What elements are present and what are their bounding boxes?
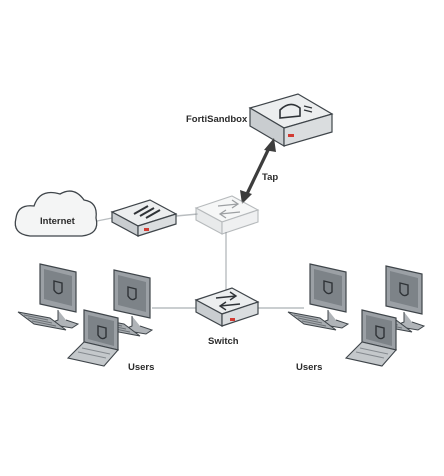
tap-arrow bbox=[240, 138, 276, 204]
switch-label: Switch bbox=[208, 336, 239, 347]
internet-cloud bbox=[14, 190, 98, 237]
tap-device bbox=[194, 195, 260, 235]
internet-label: Internet bbox=[40, 216, 76, 227]
right-users-group bbox=[287, 263, 425, 367]
fortisandbox-label: FortiSandbox bbox=[186, 114, 248, 125]
firewall-appliance bbox=[110, 199, 178, 238]
laptop-icon bbox=[67, 309, 119, 367]
laptop-icon bbox=[345, 309, 397, 367]
connection-lines bbox=[91, 213, 304, 309]
tap-label: Tap bbox=[262, 172, 278, 183]
users-right-label: Users bbox=[296, 362, 322, 373]
switch-appliance bbox=[194, 287, 260, 328]
line-firewall-tap bbox=[175, 213, 199, 217]
left-users-group bbox=[17, 263, 153, 367]
users-left-label: Users bbox=[128, 362, 154, 373]
fortisandbox-appliance bbox=[248, 93, 334, 148]
